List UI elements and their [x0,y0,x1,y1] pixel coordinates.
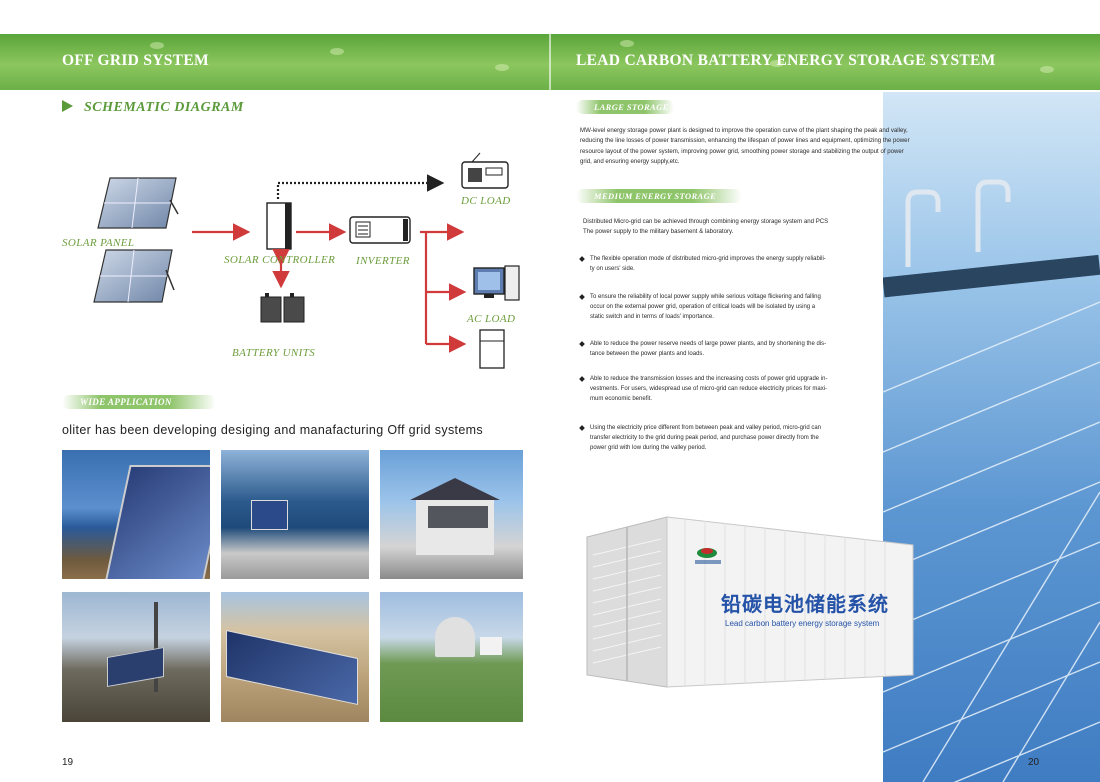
bullet-line: power grid with low during the valley pe… [590,445,707,452]
bullet-item: Able to reduce the transmission losses a… [579,374,860,405]
leaf-decoration [150,42,164,49]
leaf-decoration [770,60,784,67]
bullet-line: Able to reduce the transmission losses a… [590,376,828,382]
label-inverter: INVERTER [356,255,410,267]
page-number-right: 20 [1028,757,1040,768]
bullet-line: ty on users' side. [590,266,635,273]
photo-ground-solar-array [221,592,369,722]
photo-mountain-solar [62,592,210,722]
label-solar-controller: SOLAR CONTROLLER [224,254,336,266]
container-english-title: Lead carbon battery energy storage syste… [725,619,880,628]
leaf-decoration [1040,66,1054,73]
bullet-line: Using the electricity price different fr… [590,425,821,431]
refrigerator-device [479,329,505,369]
battery-units-device [260,293,305,323]
schematic-title-text: SCHEMATIC DIAGRAM [84,100,244,115]
battery-container-illustration: 铅碳电池储能系统 Lead carbon battery energy stor… [585,515,915,695]
medium-storage-label: MEDIUM ENERGY STORAGE [576,189,742,203]
leaf-decoration [330,48,344,55]
header-band [0,34,1100,90]
bullet-line: Able to reduce the power reserve needs o… [590,341,827,347]
left-page-title: OFF GRID SYSTEM [62,52,209,69]
large-storage-paragraph: MW-level energy storage power plant is d… [580,126,910,168]
right-page-title: LEAD CARBON BATTERY ENERGY STORAGE SYSTE… [576,52,996,69]
solar-background-photo [883,92,1100,782]
container-brand-small [695,560,721,564]
dc-load-device [461,152,509,189]
photo-yurt [380,592,523,722]
bullet-diamond-icon [579,256,585,262]
label-battery-units: BATTERY UNITS [232,347,316,359]
bullet-item: Able to reduce the power reserve needs o… [579,339,860,359]
photo-sailboat-solar [221,450,369,579]
inverter-device [349,216,411,244]
bullet-item: To ensure the reliability of local power… [579,292,860,323]
leaf-decoration [620,40,634,47]
bullet-line: transfer electricity to the grid during … [590,435,819,442]
solar-controller-device [266,202,292,250]
large-storage-line: MW-level energy storage power plant is d… [580,127,908,134]
large-storage-line: grid, and ensuring energy supply,etc. [580,158,680,166]
medium-storage-intro: Distributed Micro-grid can be achieved t… [583,217,828,238]
bullet-diamond-icon [579,294,585,300]
bullet-item: Using the electricity price different fr… [579,423,860,454]
page-number-left: 19 [62,757,74,768]
medium-intro-line: The power supply to the military basemen… [583,228,734,236]
container-chinese-title: 铅碳电池储能系统 [721,592,889,616]
bullet-line: occur on the external power grid, operat… [590,304,816,311]
large-storage-line: resource layout of the power system, imp… [580,147,904,155]
bullet-line: tance between the power plants and loads… [590,351,705,358]
bullet-line: To ensure the reliability of local power… [590,294,821,300]
medium-intro-line: Distributed Micro-grid can be achieved t… [583,218,829,225]
photo-house [380,450,523,579]
arrow-right-icon [62,100,73,112]
schematic-diagram [93,152,520,369]
large-storage-label: LARGE STORAGE [576,100,674,114]
photo-coastal-solar [62,450,210,579]
bullet-line: The flexible operation mode of distribut… [590,256,826,262]
bullet-diamond-icon [579,341,585,347]
computer-device [473,265,520,301]
solar-panel-bottom [93,249,175,303]
band-divider [549,34,551,90]
label-solar-panel: SOLAR PANEL [62,237,135,249]
application-text: oliter has been developing desiging and … [62,423,484,437]
bullet-line: static switch and in terms of loads' imp… [590,314,714,321]
large-storage-line: reducing the line losses of power transm… [580,137,910,145]
wide-application-label: WIDE APPLICATION [62,395,216,409]
solar-panel-top [97,177,179,229]
bullet-line: vestments. For users, widespread use of … [590,386,828,393]
bullet-diamond-icon [579,425,585,431]
bullet-line: mum economic benefit. [590,396,653,403]
label-dc-load: DC LOAD [461,195,511,207]
bullet-item: The flexible operation mode of distribut… [579,254,860,274]
leaf-decoration [495,64,509,71]
label-ac-load: AC LOAD [467,313,516,325]
schematic-section-title: SCHEMATIC DIAGRAM [62,100,244,116]
bullet-diamond-icon [579,376,585,382]
